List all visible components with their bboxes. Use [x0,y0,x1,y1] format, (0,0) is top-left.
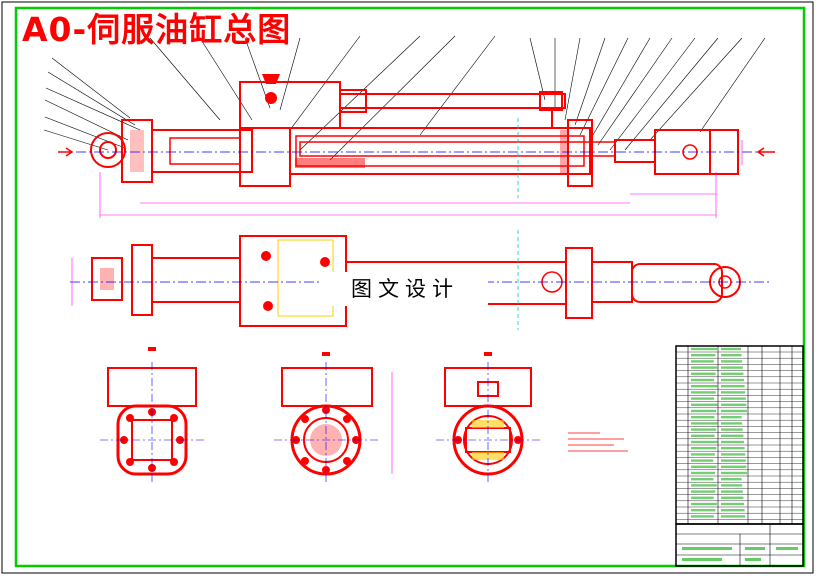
drawing-title: A0-伺服油缸总图 [22,10,292,49]
end-view-b [274,352,393,484]
technical-notes [568,432,628,452]
parts-list-table [675,345,804,525]
main-section-view [43,35,775,218]
drawing-frame [14,6,806,568]
end-view-c [436,352,540,484]
watermark: 图文设计 [322,272,488,306]
title-block [675,523,804,567]
end-view-a [100,347,205,484]
